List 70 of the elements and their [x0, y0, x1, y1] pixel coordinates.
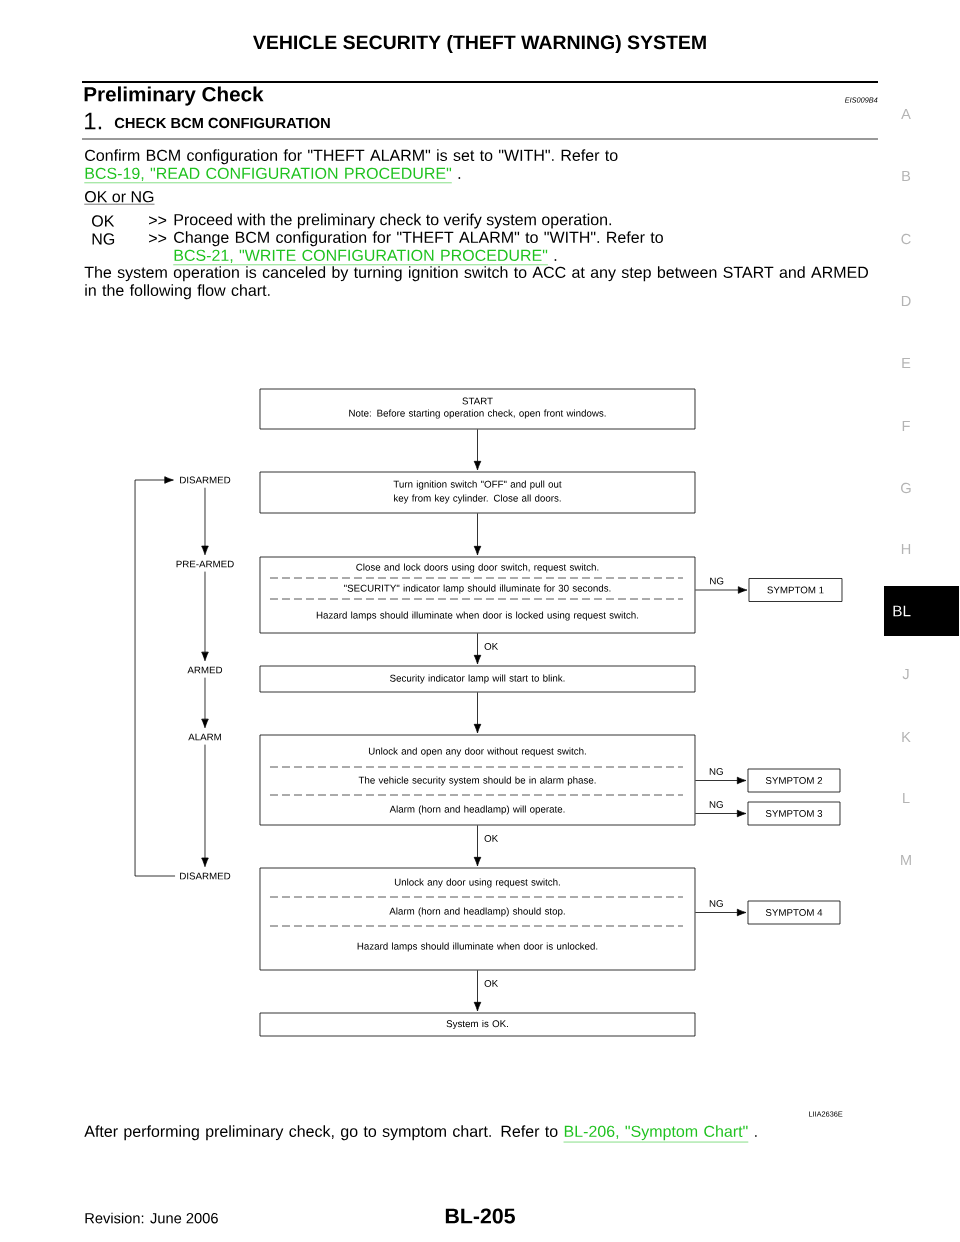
step-number: 1. — [85, 112, 102, 130]
state-label: PRE-ARMED — [176, 560, 234, 568]
step-box: Turn ignition switch "OFF" and pull out key from key cylinder. Close all doors. — [259, 471, 696, 514]
arrow — [473, 429, 482, 471]
symptom-box: SYMPTOM 4 — [747, 900, 841, 925]
symptom-box: SYMPTOM 3 — [747, 801, 841, 826]
tab-letter: H — [901, 543, 911, 555]
page-title: VEHICLE SECURITY (THEFT WARNING) SYSTEM — [253, 34, 706, 54]
edge-label: OK — [482, 833, 500, 844]
edge-label: NG — [707, 766, 725, 777]
result-marker: >> — [149, 234, 167, 243]
edge-label: NG — [708, 576, 726, 586]
paragraph: The system operation is canceled by turning ignition switch to ACC at any step between START and ARMED in the following flow chart. — [84, 266, 868, 300]
tab-letter: E — [902, 357, 911, 369]
step-box: Close and lock doors using door switch, request switch. "SECURITY" indicator lamp should illuminate for 30 seconds. Hazard lamps should illuminate when door is locked using request switch. — [259, 556, 696, 634]
symptom-box: SYMPTOM 2 — [747, 768, 841, 793]
subheading: OK or NG — [84, 191, 155, 205]
step-box: Unlock and open any door without request switch. The vehicle security system should be in alarm phase. Alarm (horn and headlamp) will operate. — [259, 734, 696, 826]
edge-label: NG — [707, 799, 725, 810]
result-label: OK — [92, 215, 115, 227]
section-heading: Preliminary Check — [84, 86, 264, 106]
arrow — [473, 692, 482, 734]
tab-letter: J — [902, 668, 909, 680]
state-label: DISARMED — [180, 476, 231, 484]
edge-label: OK — [482, 978, 500, 989]
paragraph: Proceed with the preliminary check to verify system operation. — [174, 213, 612, 229]
paragraph: Confirm BCM configuration for "THEFT ALARM" is set to "WITH". Refer to BCS-19, "READ CONFIGURATION PROCEDURE" . — [84, 149, 618, 184]
edge-label: OK — [482, 641, 500, 652]
step-heading: CHECK BCM CONFIGURATION — [114, 117, 330, 129]
tab-letter: B — [902, 170, 911, 182]
arrow — [695, 809, 747, 818]
result-marker: >> — [149, 216, 167, 225]
paragraph: After performing preliminary check, go to symptom chart. Refer to BL-206, "Symptom Chart" . — [84, 1125, 757, 1143]
edge-label: NG — [707, 898, 725, 909]
tab-letter: G — [901, 482, 911, 494]
arrow — [473, 825, 482, 867]
step-box: START Note: Before starting operation check, open front windows. — [259, 388, 696, 430]
tab-letter: M — [901, 854, 911, 866]
tab-letter: K — [902, 731, 911, 743]
link: BCS-21, "WRITE CONFIGURATION PROCEDURE" — [173, 249, 549, 266]
arrow — [473, 513, 482, 556]
step-box: Unlock any door using request switch. Alarm (horn and headlamp) should stop. Hazard lamps should illuminate when door is unlocked. — [259, 867, 696, 971]
arrow — [201, 744, 209, 868]
arrow — [695, 776, 747, 785]
arrow — [695, 586, 748, 594]
tab-letter: L — [903, 792, 910, 804]
paragraph: Change BCM configuration for "THEFT ALARM" to "WITH". Refer to BCS-21, "WRITE CONFIGURATION PROCEDURE" . — [173, 231, 663, 266]
symptom-box: SYMPTOM 1 — [748, 578, 843, 602]
tab-letter: F — [902, 420, 910, 432]
arrow — [201, 677, 209, 729]
page-number: BL-205 — [445, 1208, 515, 1224]
tab-letter: C — [901, 233, 911, 245]
state-label: DISARMED — [180, 872, 231, 880]
link: BL-206, "Symptom Chart" — [563, 1125, 749, 1143]
arrow — [695, 908, 747, 917]
state-label: ALARM — [188, 733, 221, 741]
arrow — [473, 633, 482, 665]
tab-letter: D — [901, 295, 911, 307]
revision-note: Revision: June 2006 — [85, 1212, 218, 1224]
arrow — [201, 487, 209, 556]
step-box: System is OK. — [259, 1012, 696, 1037]
state-label: ARMED — [187, 666, 223, 674]
return-arrow — [134, 476, 176, 877]
result-label: NG — [92, 233, 115, 245]
arrow — [473, 970, 482, 1012]
step-box: Security indicator lamp will start to blink. — [259, 665, 696, 693]
tab-letter: A — [901, 108, 911, 120]
arrow — [201, 571, 209, 662]
link: BCS-19, "READ CONFIGURATION PROCEDURE" — [84, 167, 453, 184]
section-tab: BL — [884, 586, 959, 636]
